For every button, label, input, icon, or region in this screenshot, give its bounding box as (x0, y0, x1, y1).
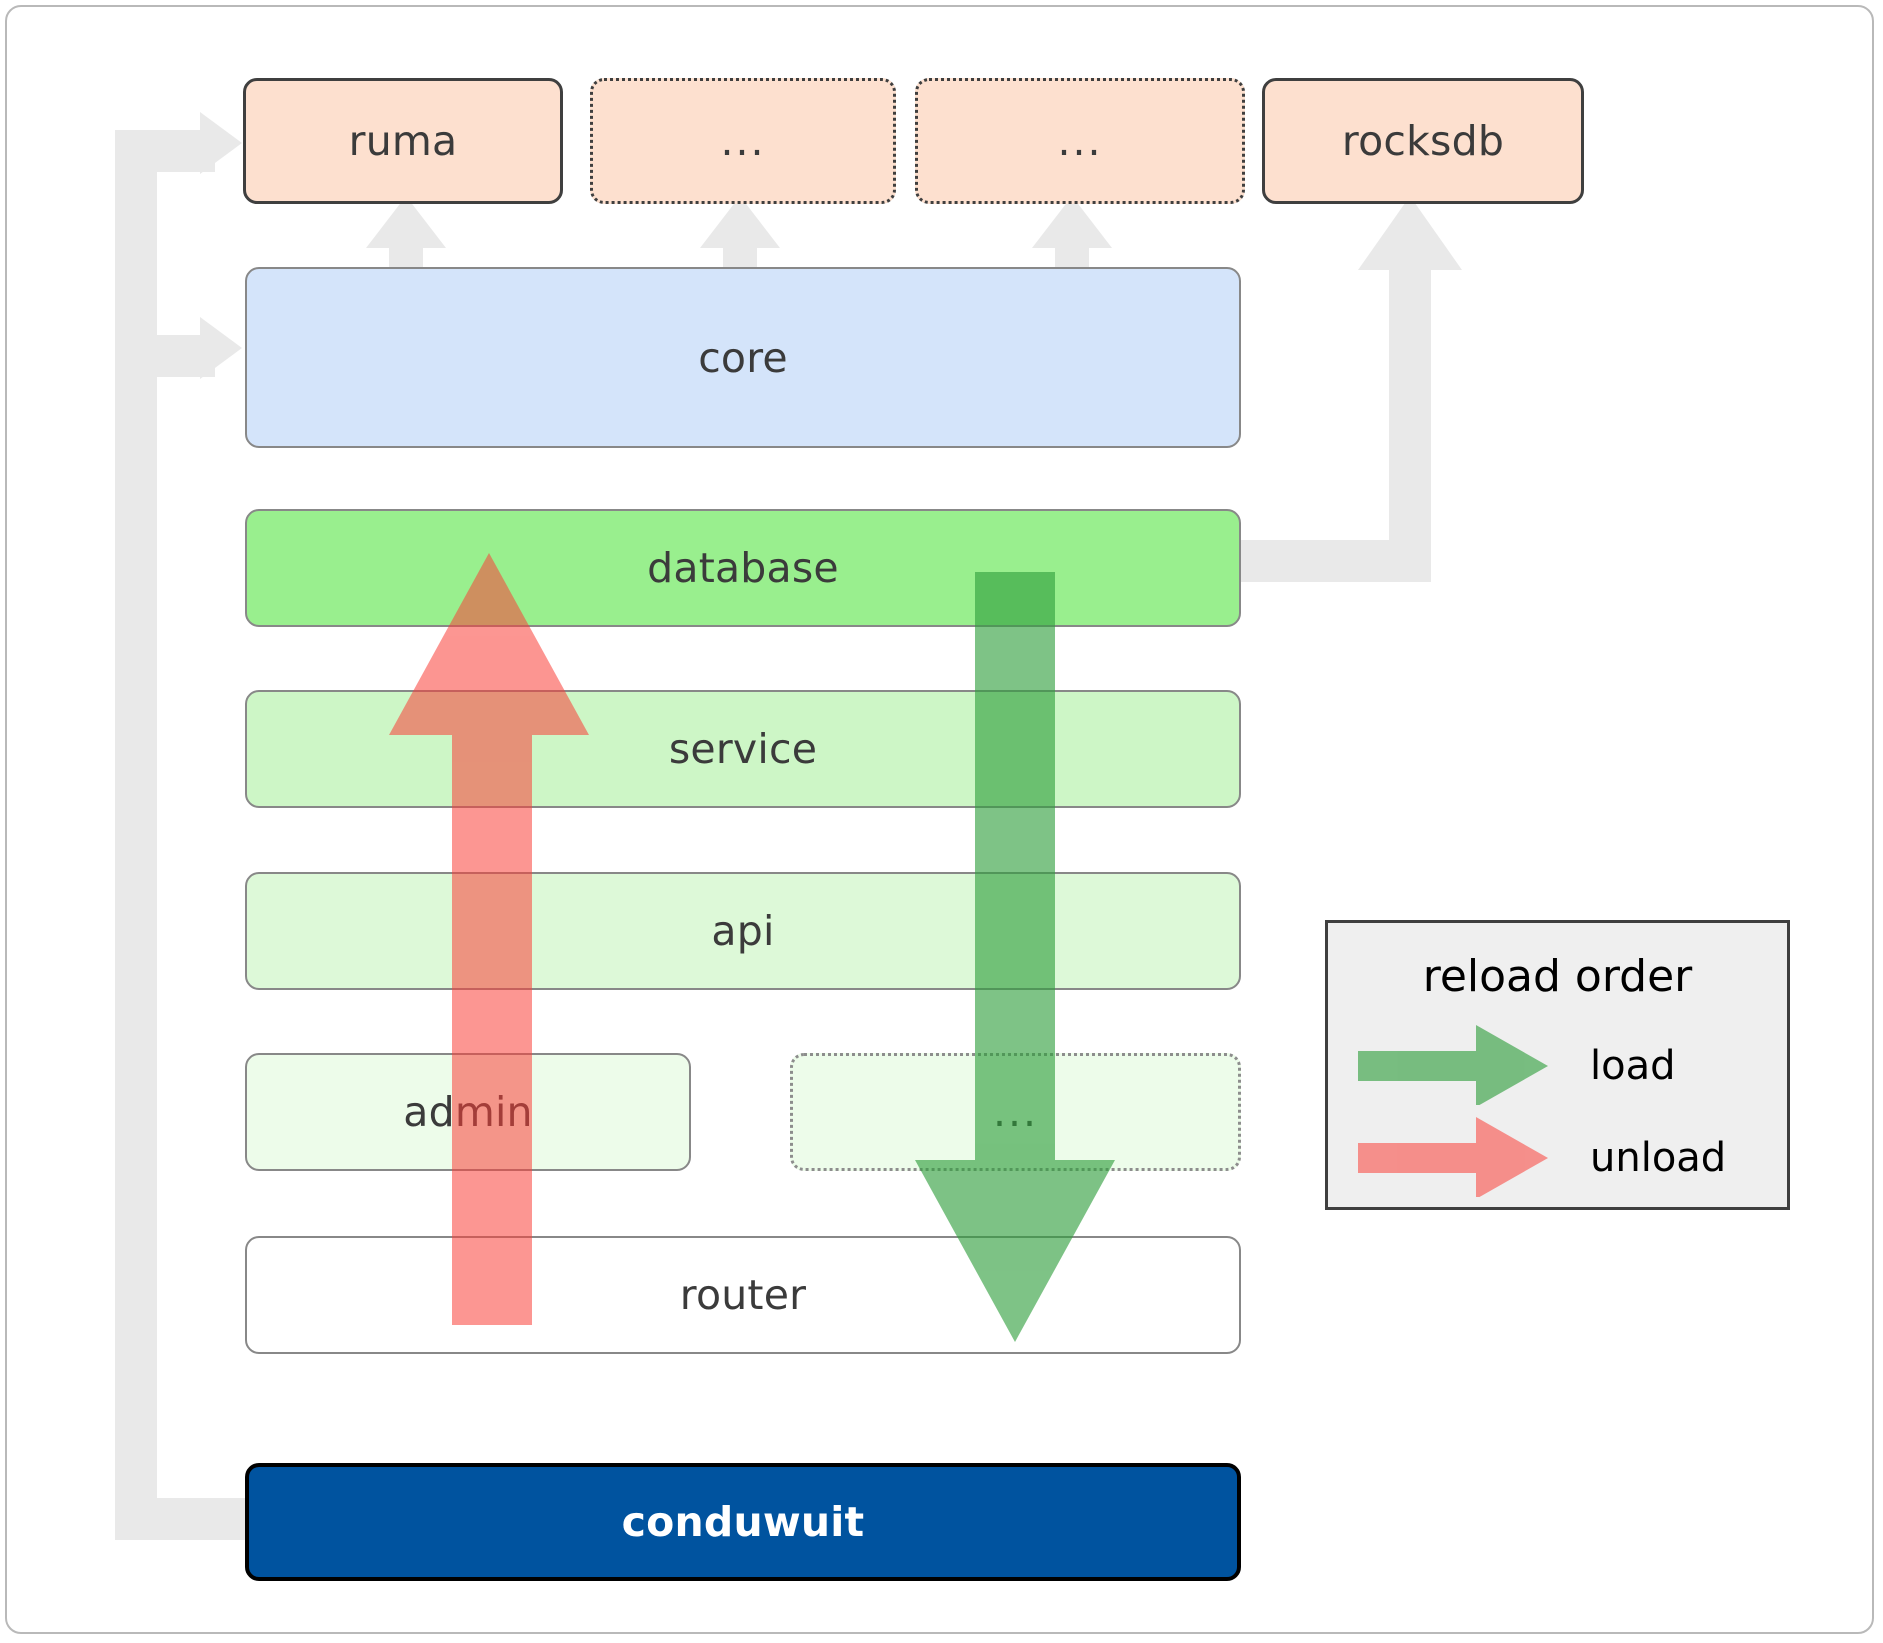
layer-node-extra-label: ... (992, 1087, 1039, 1136)
dep-node-ruma[interactable]: ruma (243, 78, 563, 204)
layer-node-service[interactable]: service (245, 690, 1241, 808)
dep-node-rocksdb-label: rocksdb (1341, 117, 1505, 165)
dep-node-dots-1[interactable]: ... (590, 78, 896, 204)
layer-node-api[interactable]: api (245, 872, 1241, 990)
layer-node-router[interactable]: router (245, 1236, 1241, 1354)
legend-box: reload order load unload (1325, 920, 1790, 1210)
dep-node-ruma-label: ruma (348, 117, 458, 165)
binary-node-conduwuit-label: conduwuit (621, 1498, 865, 1546)
layer-node-api-label: api (711, 907, 775, 955)
binary-node-conduwuit[interactable]: conduwuit (245, 1463, 1241, 1581)
dep-node-rocksdb[interactable]: rocksdb (1262, 78, 1584, 204)
dep-node-dots-1-label: ... (720, 116, 766, 165)
layer-node-service-label: service (668, 725, 818, 773)
layer-node-router-label: router (679, 1271, 807, 1319)
legend-unload-arrow (1358, 1115, 1558, 1201)
layer-node-admin-label: admin (403, 1088, 533, 1136)
layer-node-database[interactable]: database (245, 509, 1241, 627)
legend-unload-label: unload (1590, 1135, 1727, 1181)
layer-node-extra[interactable]: ... (790, 1053, 1241, 1171)
dep-node-dots-2-label: ... (1057, 116, 1103, 165)
legend-title: reload order (1422, 951, 1693, 1002)
layer-node-core-label: core (698, 333, 788, 382)
legend-load-arrow (1358, 1023, 1558, 1109)
layer-node-admin[interactable]: admin (245, 1053, 691, 1171)
layer-node-core[interactable]: core (245, 267, 1241, 448)
legend-load-label: load (1590, 1043, 1676, 1089)
layer-node-database-label: database (647, 544, 839, 592)
dep-node-dots-2[interactable]: ... (915, 78, 1245, 204)
